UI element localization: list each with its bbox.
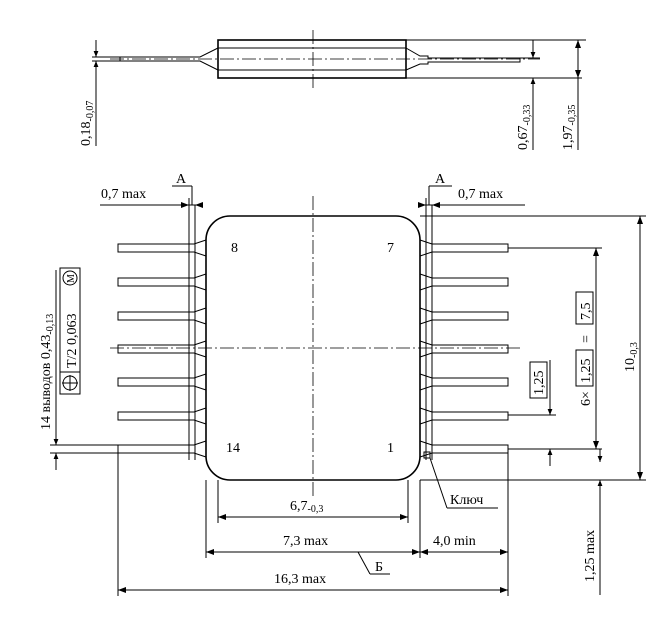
dim-body-thickness-text: 0,67-0,33 xyxy=(516,105,533,150)
datum-b-leader xyxy=(357,551,371,575)
dim-body-length-arrow-top xyxy=(637,216,643,224)
mmc-circle-icon xyxy=(62,270,78,286)
leads-note: 14 выводов 0,43-0,13 xyxy=(39,314,56,430)
mmc-symbol: M xyxy=(66,274,77,283)
lead-14 xyxy=(117,440,207,458)
pitch-equals: = xyxy=(579,335,594,343)
lead-8 xyxy=(117,239,207,257)
dim-lead-len-arrow-right xyxy=(500,549,508,555)
key-leader xyxy=(429,457,448,509)
lead-7 xyxy=(419,239,509,257)
dim-lead-len-text: 4,0 min xyxy=(433,534,476,549)
tolerance-frame-box xyxy=(59,267,81,395)
dim-overall-width-text: 16,3 max xyxy=(274,572,326,587)
lead-12 xyxy=(117,373,207,391)
lead-5 xyxy=(419,307,509,325)
pitch-single-box xyxy=(529,361,548,399)
pin-label-7: 7 xyxy=(387,241,394,256)
dim-lead-thickness-text: 0,18-0,07 xyxy=(79,101,96,146)
dim-body-max-arrow-left xyxy=(206,549,214,555)
pitch-total: 7,5 xyxy=(579,303,594,321)
dim-body-width-text: 6,7-0,3 xyxy=(290,499,323,515)
dim-overall-width-arrow-right xyxy=(500,587,508,593)
side-view-right-lead xyxy=(405,47,521,71)
dim-right-protrusion-arrow-a xyxy=(418,202,426,208)
datum-b: Б xyxy=(375,560,383,575)
lead-1 xyxy=(419,440,509,458)
key-notch xyxy=(423,451,431,459)
lead-13 xyxy=(117,407,207,425)
lead-4 xyxy=(419,340,509,358)
dim-overall-width-arrow-left xyxy=(118,587,126,593)
top-view: 8 7 14 1 0,7 max А 0,7 max А 14 выводов … xyxy=(39,172,646,596)
lead-2 xyxy=(419,407,509,425)
dim-body-max-arrow-right xyxy=(412,549,420,555)
left-leads xyxy=(117,239,207,458)
pitch-box-2 xyxy=(575,291,594,325)
right-leads xyxy=(419,239,509,458)
datum-a-left: А xyxy=(176,172,187,187)
dim-body-length-arrow-bottom xyxy=(637,472,643,480)
pitch-single-text: 1,25 xyxy=(532,371,547,396)
side-view-left-lead xyxy=(119,47,219,71)
dim-pitch-total-arrow-bottom xyxy=(593,441,599,449)
dim-body-length-text: 10-0,3 xyxy=(623,342,640,372)
key-label: Ключ xyxy=(450,493,483,508)
lead-3 xyxy=(419,373,509,391)
dim-overall-height-arrow-top xyxy=(575,40,581,48)
lead-9 xyxy=(117,273,207,291)
dim-left-protrusion-arrow-b xyxy=(195,202,203,208)
side-view: 0,18-0,07 0,67-0,33 1,97-0,35 xyxy=(79,30,586,150)
position-tolerance-text: Т/2 0,063 xyxy=(65,314,80,368)
datum-a-right: А xyxy=(435,172,446,187)
lead-6 xyxy=(419,273,509,291)
dim-overall-height-text: 1,97-0,35 xyxy=(561,105,578,150)
dim-body-max-text: 7,3 max xyxy=(283,534,328,549)
dim-right-protrusion-text: 0,7 max xyxy=(458,187,503,202)
pin-label-8: 8 xyxy=(231,241,238,256)
dim-edge-offset-text: 1,25 max xyxy=(583,530,598,582)
dim-right-protrusion-arrow-b xyxy=(432,202,440,208)
dim-left-protrusion-arrow-a xyxy=(181,202,189,208)
dim-lead-len-arrow-left xyxy=(420,549,428,555)
pitch-value: 1,25 xyxy=(579,359,594,384)
lead-10 xyxy=(117,307,207,325)
dim-pitch-total-arrow-top xyxy=(593,248,599,256)
dim-overall-height-arrow-bottom xyxy=(575,70,581,78)
position-tolerance-frame: Т/2 0,063 M xyxy=(59,267,81,395)
lead-11 xyxy=(117,340,207,358)
pin-label-14: 14 xyxy=(226,441,240,456)
dim-body-width-arrow-left xyxy=(218,514,226,520)
dim-pitch-total-text: 6× 1,25 = 7,5 xyxy=(575,291,594,406)
pin-label-1: 1 xyxy=(387,441,394,456)
dim-body-width-arrow-right xyxy=(400,514,408,520)
pitch-prefix: 6× xyxy=(579,391,594,406)
pitch-box-1 xyxy=(575,349,594,387)
dim-left-protrusion-text: 0,7 max xyxy=(101,187,146,202)
